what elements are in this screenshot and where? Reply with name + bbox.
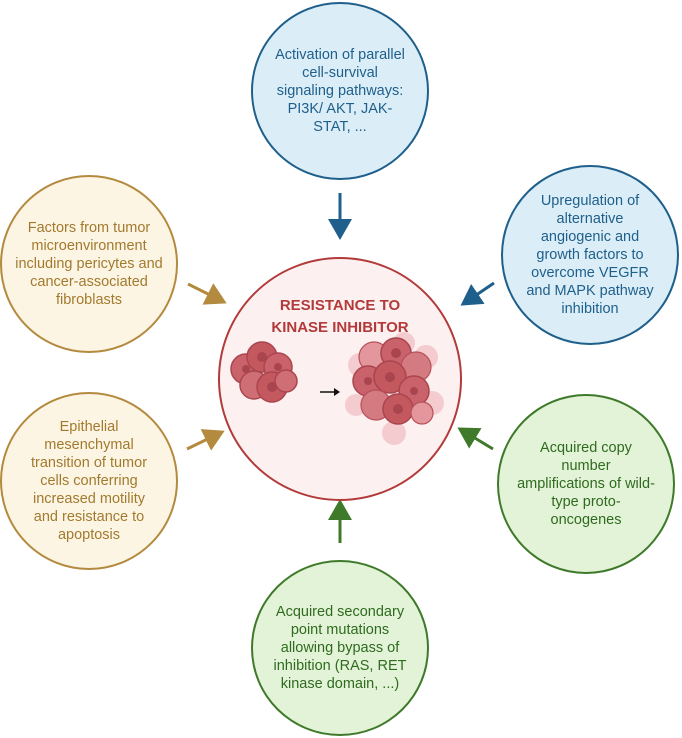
arrow-lower-right xyxy=(457,427,494,451)
center-title-line-1: RESISTANCE TO xyxy=(279,297,401,314)
arrow-lower-left xyxy=(186,429,225,451)
mechanism-text: Acquired secondary point mutations allow… xyxy=(273,604,407,692)
arrow-upper-left xyxy=(187,282,227,305)
large-tumor-cluster-icon xyxy=(345,332,444,445)
center-title: RESISTANCE TO KINASE INHIBITOR xyxy=(220,295,460,339)
mechanism-text: Activation of parallel cell-survival sig… xyxy=(275,47,405,135)
mechanism-circle-copy-number: Acquired copy number amplifications of w… xyxy=(497,394,675,574)
mechanism-text: Factors from tumor microenvironment incl… xyxy=(15,220,163,308)
mechanism-circle-emt: Epithelial mesenchymal transition of tum… xyxy=(0,392,178,570)
mechanism-circle-angiogenic-factors: Upregulation of alternative angiogenic a… xyxy=(501,165,679,345)
mechanism-text: Acquired copy number amplifications of w… xyxy=(517,440,655,528)
mechanism-text: Upregulation of alternative angiogenic a… xyxy=(526,193,654,317)
mechanism-text: Epithelial mesenchymal transition of tum… xyxy=(30,419,148,543)
mechanism-circle-parallel-signaling: Activation of parallel cell-survival sig… xyxy=(251,2,429,180)
mechanism-circle-tumor-microenvironment: Factors from tumor microenvironment incl… xyxy=(0,175,178,353)
mechanism-circle-point-mutations: Acquired secondary point mutations allow… xyxy=(251,560,429,736)
center-circle: RESISTANCE TO KINASE INHIBITOR xyxy=(218,257,462,501)
arrow-upper-right xyxy=(460,281,495,306)
progression-arrow-icon xyxy=(320,388,340,396)
cell-illustration xyxy=(230,332,444,445)
small-tumor-cluster-icon xyxy=(230,341,298,403)
center-title-line-2: KINASE INHIBITOR xyxy=(271,319,409,336)
